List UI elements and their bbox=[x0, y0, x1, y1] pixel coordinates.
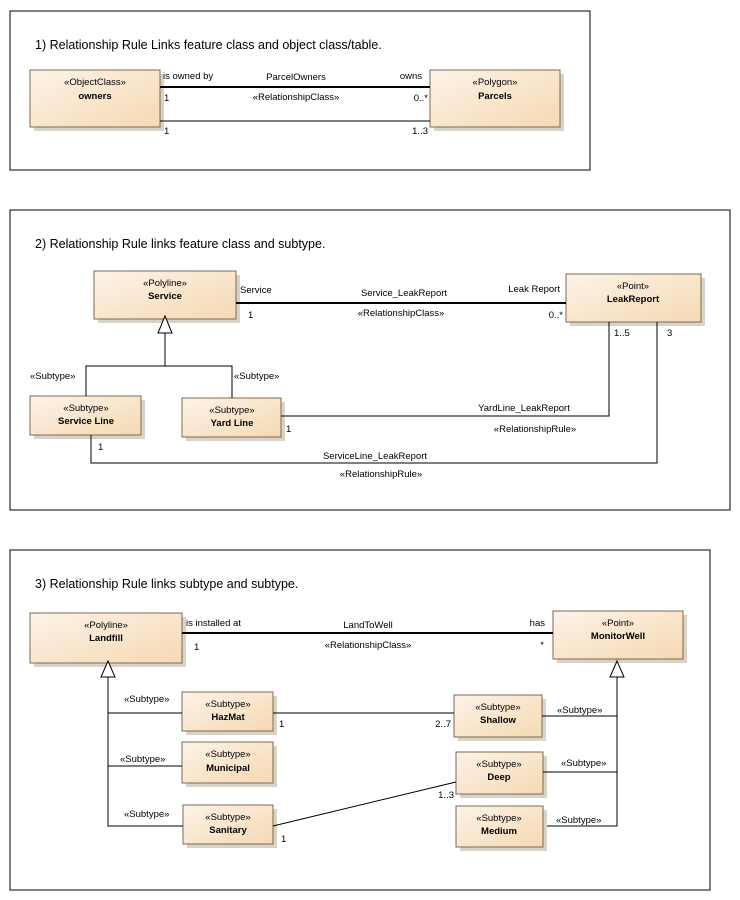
rule-multiplicity-left: 1 bbox=[164, 126, 169, 137]
rule-multiplicity-right: 1..3 bbox=[412, 126, 428, 137]
class-sanitary[interactable]: «Subtype» Sanitary bbox=[182, 804, 277, 848]
class-monitorwell-name: MonitorWell bbox=[591, 631, 645, 642]
class-service-line-name: Service Line bbox=[58, 416, 114, 427]
class-sanitary-name: Sanitary bbox=[209, 825, 247, 836]
panel-2-title: 2) Relationship Rule links feature class… bbox=[35, 237, 325, 251]
generalization-monitorwell-arrowhead bbox=[609, 659, 625, 678]
role-left: is owned by bbox=[163, 71, 213, 82]
generalization-label-shallow: «Subtype» bbox=[557, 705, 602, 716]
class-yard-line-name: Yard Line bbox=[211, 418, 254, 429]
class-leakreport[interactable]: «Point» LeakReport bbox=[565, 273, 705, 326]
class-municipal-name: Municipal bbox=[206, 763, 250, 774]
generalization-label-hazmat: «Subtype» bbox=[124, 694, 169, 705]
multiplicity-monitorwell: * bbox=[540, 640, 544, 651]
generalization-landfill-arrowhead bbox=[100, 659, 116, 678]
class-shallow[interactable]: «Subtype» Shallow bbox=[453, 694, 546, 741]
class-service-stereotype: «Polyline» bbox=[143, 278, 187, 289]
class-owners-name: owners bbox=[78, 91, 111, 102]
rule-yardline-name: YardLine_LeakReport bbox=[478, 403, 570, 414]
multiplicity-service: 1 bbox=[248, 310, 253, 321]
class-hazmat[interactable]: «Subtype» HazMat bbox=[181, 691, 277, 735]
rule-hazmat-multiplicity-left: 1 bbox=[279, 719, 284, 730]
class-owners-stereotype: «ObjectClass» bbox=[64, 77, 126, 88]
rule-yardline-multiplicity-left: 1 bbox=[286, 424, 291, 435]
rule-serviceline-name: ServiceLine_LeakReport bbox=[323, 451, 427, 462]
assoc-land-to-well-stereotype: «RelationshipClass» bbox=[325, 640, 412, 651]
class-deep-stereotype: «Subtype» bbox=[476, 759, 521, 770]
class-municipal-stereotype: «Subtype» bbox=[205, 749, 250, 760]
role-right: owns bbox=[400, 71, 422, 82]
rule-sanitary-multiplicity-left: 1 bbox=[281, 834, 286, 845]
generalization-label-left: «Subtype» bbox=[30, 371, 75, 382]
role-has: has bbox=[530, 618, 546, 629]
class-service-line-stereotype: «Subtype» bbox=[63, 403, 108, 414]
role-service: Service bbox=[240, 285, 272, 296]
class-service-line[interactable]: «Subtype» Service Line bbox=[29, 395, 145, 439]
class-leakreport-stereotype: «Point» bbox=[617, 281, 649, 292]
multiplicity-left: 1 bbox=[164, 93, 169, 104]
class-parcels-name: Parcels bbox=[478, 91, 512, 102]
assoc-name: ParcelOwners bbox=[266, 72, 326, 83]
class-yard-line[interactable]: «Subtype» Yard Line bbox=[181, 397, 285, 441]
class-hazmat-stereotype: «Subtype» bbox=[205, 699, 250, 710]
rule-sanitary-multiplicity-right: 1..3 bbox=[438, 790, 454, 801]
class-deep-name: Deep bbox=[487, 772, 510, 783]
generalization-label-municipal: «Subtype» bbox=[120, 754, 165, 765]
panel-3-title: 3) Relationship Rule links subtype and s… bbox=[35, 577, 298, 591]
class-monitorwell[interactable]: «Point» MonitorWell bbox=[552, 610, 687, 663]
assoc-service-leakreport-stereotype: «RelationshipClass» bbox=[358, 308, 445, 319]
rule-hazmat-multiplicity-right: 2..7 bbox=[435, 719, 451, 730]
class-leakreport-name: LeakReport bbox=[607, 294, 660, 305]
panel-2-frame bbox=[9, 209, 731, 511]
class-deep[interactable]: «Subtype» Deep bbox=[455, 751, 547, 798]
class-medium[interactable]: «Subtype» Medium bbox=[455, 805, 547, 851]
class-municipal[interactable]: «Subtype» Municipal bbox=[181, 741, 277, 787]
rule-sanitary-deep[interactable] bbox=[272, 781, 457, 827]
class-service-name: Service bbox=[148, 291, 182, 302]
class-medium-name: Medium bbox=[481, 826, 517, 837]
generalization-service[interactable] bbox=[85, 314, 233, 398]
class-monitorwell-stereotype: «Point» bbox=[602, 618, 634, 629]
rule-yardline-multiplicity-right: 1..5 bbox=[614, 328, 630, 339]
class-landfill-name: Landfill bbox=[89, 633, 123, 644]
assoc-service-leakreport-name: Service_LeakReport bbox=[361, 288, 447, 299]
rule-yardline-stereotype: «RelationshipRule» bbox=[494, 424, 576, 435]
panel-3-frame bbox=[9, 549, 711, 891]
rule-serviceline-multiplicity-right: 3 bbox=[667, 328, 672, 339]
assoc-stereotype: «RelationshipClass» bbox=[253, 92, 340, 103]
class-landfill-stereotype: «Polyline» bbox=[84, 620, 128, 631]
class-sanitary-stereotype: «Subtype» bbox=[205, 812, 250, 823]
panel-1-title: 1) Relationship Rule Links feature class… bbox=[35, 38, 382, 52]
generalization-label-medium: «Subtype» bbox=[556, 815, 601, 826]
class-owners[interactable]: «ObjectClass» owners bbox=[29, 69, 164, 131]
generalization-label-deep: «Subtype» bbox=[561, 758, 606, 769]
generalization-label-sanitary: «Subtype» bbox=[124, 809, 169, 820]
class-yard-line-stereotype: «Subtype» bbox=[209, 405, 254, 416]
rule-serviceline-stereotype: «RelationshipRule» bbox=[340, 469, 422, 480]
role-is-installed-at: is installed at bbox=[186, 618, 241, 629]
class-service[interactable]: «Polyline» Service bbox=[93, 270, 240, 323]
generalization-label-right: «Subtype» bbox=[234, 371, 279, 382]
class-medium-stereotype: «Subtype» bbox=[476, 813, 521, 824]
class-parcels-stereotype: «Polygon» bbox=[473, 77, 518, 88]
multiplicity-landfill: 1 bbox=[194, 642, 199, 653]
rule-yardline-leakreport[interactable] bbox=[281, 322, 610, 417]
rule-serviceline-multiplicity-left: 1 bbox=[98, 442, 103, 453]
generalization-monitorwell[interactable] bbox=[542, 659, 625, 827]
multiplicity-right: 0..* bbox=[414, 93, 429, 104]
class-parcels[interactable]: «Polygon» Parcels bbox=[429, 69, 564, 131]
multiplicity-leak-report: 0..* bbox=[549, 310, 564, 321]
class-hazmat-name: HazMat bbox=[211, 712, 245, 723]
assoc-land-to-well-name: LandToWell bbox=[343, 620, 392, 631]
rule-serviceline-leakreport[interactable] bbox=[90, 322, 658, 464]
class-landfill[interactable]: «Polyline» Landfill bbox=[29, 612, 186, 667]
role-leak-report: Leak Report bbox=[508, 284, 560, 295]
class-shallow-stereotype: «Subtype» bbox=[475, 702, 520, 713]
generalization-landfill[interactable] bbox=[100, 659, 183, 827]
generalization-arrowhead bbox=[157, 314, 173, 334]
class-shallow-name: Shallow bbox=[480, 715, 517, 726]
